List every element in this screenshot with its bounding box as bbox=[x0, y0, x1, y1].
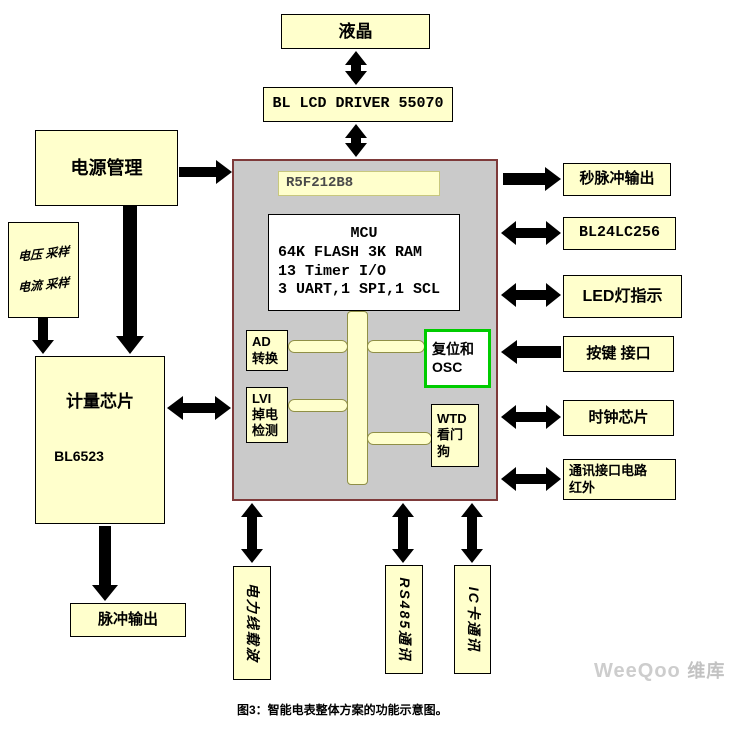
eeprom-label: BL24LC256 bbox=[578, 224, 660, 242]
lcd-driver-label: BL LCD DRIVER 55070 bbox=[272, 95, 444, 113]
bus-connector-ad bbox=[288, 340, 348, 353]
internal-bus bbox=[347, 311, 368, 485]
second-pulse-output-block: 秒脉冲输出 bbox=[563, 163, 671, 196]
arrow-driver-mcu bbox=[345, 124, 367, 157]
metering-chip-part: BL6523 bbox=[54, 448, 104, 465]
comm-interface-line2: 红外 bbox=[569, 479, 596, 495]
lcd-block: 液晶 bbox=[281, 14, 430, 49]
lvi-line2: 掉电 bbox=[252, 406, 279, 422]
key-interface-block: 按键 接口 bbox=[563, 336, 674, 372]
mcu-spec-line2: 64K FLASH 3K RAM bbox=[278, 243, 423, 261]
clock-chip-label: 时钟芯片 bbox=[588, 408, 649, 426]
arrow-mcu-rtc bbox=[501, 405, 561, 429]
watermark: WeeQoo 维库 bbox=[594, 657, 725, 683]
ad-converter-block: AD 转换 bbox=[246, 330, 288, 371]
arrow-sampling-to-metering bbox=[32, 318, 54, 354]
mcu-part-label-box: R5F212B8 bbox=[278, 171, 440, 196]
second-pulse-output-label: 秒脉冲输出 bbox=[579, 170, 655, 188]
arrow-lcd-driver bbox=[345, 51, 367, 85]
watchdog-block: WTD 看门 狗 bbox=[431, 404, 479, 467]
arrow-power-to-mcu bbox=[179, 160, 232, 184]
power-management-label: 电源管理 bbox=[70, 157, 143, 178]
sampling-block: 电压 采样 电流 采样 bbox=[8, 222, 79, 318]
powerline-carrier-block: 电力线载波 bbox=[233, 566, 271, 680]
lvi-line3: 检测 bbox=[252, 423, 279, 439]
eeprom-block: BL24LC256 bbox=[563, 217, 676, 250]
pulse-output-block: 脉冲输出 bbox=[70, 603, 186, 637]
pulse-output-label: 脉冲输出 bbox=[97, 610, 158, 628]
led-indicator-label: LED灯指示 bbox=[582, 287, 663, 305]
lcd-label: 液晶 bbox=[338, 21, 373, 41]
mcu-spec-line1: MCU bbox=[350, 225, 378, 242]
power-management-block: 电源管理 bbox=[35, 130, 178, 206]
mcu-spec-block: MCU 64K FLASH 3K RAM 13 Timer I/O 3 UART… bbox=[268, 214, 460, 311]
arrow-mcu-rs485 bbox=[392, 503, 414, 563]
clock-chip-block: 时钟芯片 bbox=[563, 400, 674, 436]
led-indicator-block: LED灯指示 bbox=[563, 275, 682, 318]
rs485-comm-block: RS485通讯 bbox=[385, 565, 423, 674]
comm-interface-block: 通讯接口电路 红外 bbox=[563, 459, 676, 500]
wtd-line2: 看门 bbox=[437, 427, 464, 443]
ad-line1: AD bbox=[252, 334, 271, 350]
reset-line2: OSC bbox=[432, 358, 463, 375]
reset-osc-block-highlighted: 复位和 OSC bbox=[424, 329, 491, 388]
arrow-metering-mcu bbox=[167, 396, 231, 420]
mcu-spec-line4: 3 UART,1 SPI,1 SCL bbox=[278, 281, 441, 299]
ic-card-comm-block: IC卡通讯 bbox=[454, 565, 491, 674]
ad-line2: 转换 bbox=[252, 350, 279, 366]
watermark-site: 维库 bbox=[687, 661, 726, 681]
arrow-mcu-led bbox=[501, 283, 561, 307]
arrow-mcu-plc bbox=[241, 503, 263, 563]
arrow-mcu-eeprom bbox=[501, 221, 561, 245]
mcu-spec-line3: 13 Timer I/O bbox=[278, 262, 387, 280]
mcu-part-label: R5F212B8 bbox=[286, 174, 354, 191]
comm-interface-line1: 通讯接口电路 bbox=[569, 463, 648, 479]
wtd-line1: WTD bbox=[437, 411, 467, 427]
figure-caption: 图3：智能电表整体方案的功能示意图。 bbox=[237, 703, 448, 717]
lvi-block: LVI 掉电 检测 bbox=[246, 387, 288, 443]
wtd-line3: 狗 bbox=[437, 443, 451, 459]
arrow-mcu-to-secpulse bbox=[503, 167, 561, 191]
reset-line1: 复位和 bbox=[432, 341, 474, 357]
key-interface-label: 按键 接口 bbox=[586, 344, 651, 362]
arrow-power-to-metering bbox=[116, 206, 144, 354]
metering-chip-block: 计量芯片 BL6523 bbox=[35, 356, 165, 524]
arrow-metering-to-pulse bbox=[92, 526, 118, 601]
arrow-mcu-comm bbox=[501, 467, 561, 491]
watermark-brand: WeeQoo bbox=[594, 660, 681, 682]
arrow-mcu-iccard bbox=[461, 503, 483, 563]
lvi-line1: LVI bbox=[252, 390, 272, 406]
bus-connector-lvi bbox=[288, 399, 348, 412]
arrow-keys-to-mcu bbox=[501, 340, 561, 364]
metering-chip-title: 计量芯片 bbox=[66, 392, 134, 411]
lcd-driver-block: BL LCD DRIVER 55070 bbox=[263, 87, 453, 122]
